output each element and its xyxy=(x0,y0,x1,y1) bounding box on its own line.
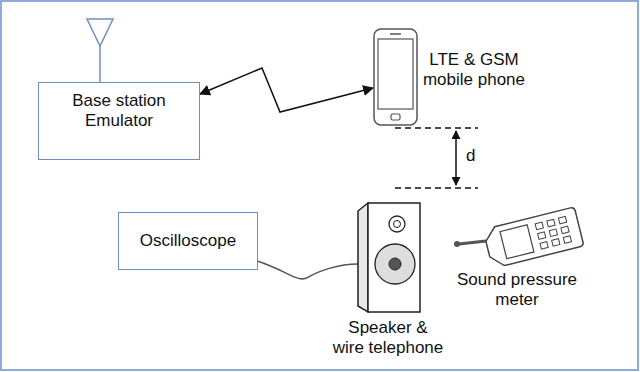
antenna-symbol xyxy=(87,19,113,82)
sound-pressure-meter: Sound pressure meter xyxy=(452,200,582,268)
node-label: LTE & GSM mobile phone xyxy=(414,50,534,91)
phone-icon xyxy=(373,28,418,126)
wireless-link xyxy=(200,68,373,112)
speaker: Speaker & wire telephone xyxy=(357,202,421,314)
node-label: Base station Emulator xyxy=(47,91,191,132)
distance-label: d xyxy=(466,146,475,166)
oscilloscope-box: Oscilloscope xyxy=(118,212,258,270)
node-label: Sound pressure meter xyxy=(452,270,582,311)
base-station-box: Base station Emulator xyxy=(38,82,200,160)
node-label: Speaker & wire telephone xyxy=(331,318,445,359)
speaker-icon xyxy=(357,202,421,314)
meter-icon xyxy=(452,200,582,268)
mobile-phone: LTE & GSM mobile phone xyxy=(373,28,418,126)
cable-wire xyxy=(258,261,358,279)
distance-marker xyxy=(395,128,478,188)
node-label: Oscilloscope xyxy=(140,231,236,251)
